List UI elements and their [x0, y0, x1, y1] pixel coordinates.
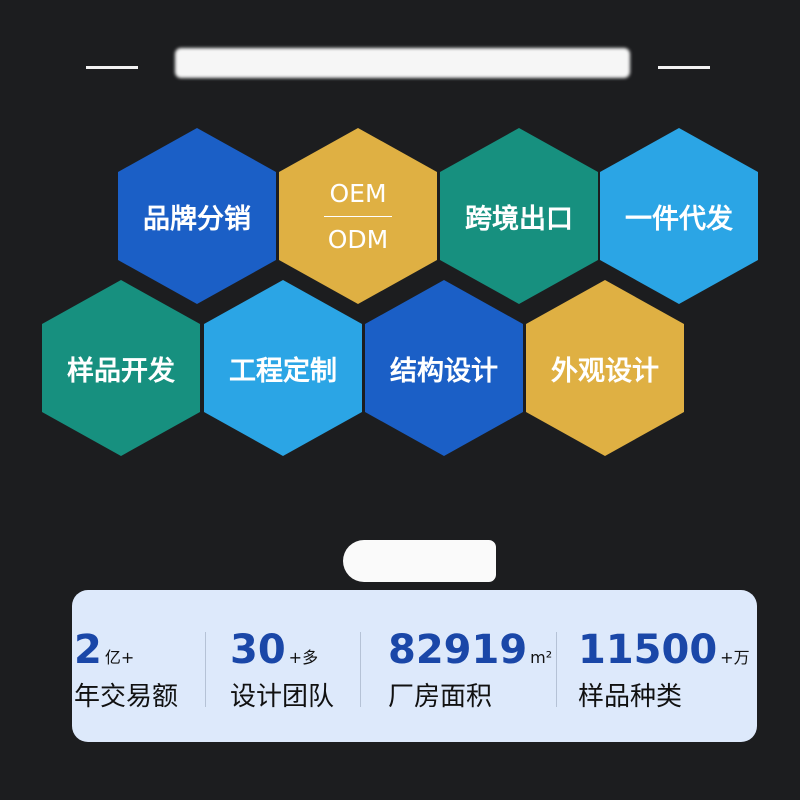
hex-label: 结构设计 — [390, 355, 498, 387]
stat-unit: +万 — [720, 648, 750, 667]
hex-label: 工程定制 — [229, 355, 337, 387]
stat-label: 设计团队 — [230, 682, 335, 712]
hex-label: 品牌分销 — [143, 203, 251, 235]
stat-value: 30 — [230, 627, 286, 673]
hex-dropshipping: 一件代发 — [600, 128, 758, 304]
divider — [360, 632, 361, 707]
hex-label-oem: OEM — [329, 178, 387, 208]
stat-unit: 亿+ — [104, 648, 135, 667]
divider — [556, 632, 557, 707]
stat-label: 样品种类 — [578, 682, 683, 712]
title-banner — [175, 48, 630, 78]
stat-value: 11500 — [578, 627, 718, 673]
title-left-rule — [86, 66, 138, 69]
stat-value: 2 — [74, 627, 102, 673]
hex-label-odm: ODM — [327, 224, 389, 254]
hex-engineering-custom: 工程定制 — [204, 280, 362, 456]
hex-brand-distribution: 品牌分销 — [118, 128, 276, 304]
hex-label: 跨境出口 — [465, 203, 573, 235]
stat-sample-types: 11500+万样品种类 — [578, 628, 750, 713]
stat-unit: +多 — [288, 648, 319, 667]
hex-cross-border-export: 跨境出口 — [440, 128, 598, 304]
title-right-rule — [658, 66, 710, 69]
stat-label: 厂房面积 — [388, 682, 493, 712]
hex-sample-development: 样品开发 — [42, 280, 200, 456]
stat-design-team: 30+多设计团队 — [230, 628, 334, 713]
stat-unit: m² — [530, 648, 553, 667]
hex-oem-odm: OEM ODM — [279, 128, 437, 304]
stat-label: 年交易额 — [74, 682, 179, 712]
divider — [205, 632, 206, 707]
hex-appearance-design: 外观设计 — [526, 280, 684, 456]
hex-label: 样品开发 — [67, 355, 175, 387]
divider — [324, 215, 392, 217]
hex-label: 外观设计 — [551, 355, 659, 387]
hex-structure-design: 结构设计 — [365, 280, 523, 456]
stat-value: 82919 — [388, 627, 528, 673]
hex-label: 一件代发 — [625, 203, 733, 235]
section-label-pill — [343, 540, 496, 582]
